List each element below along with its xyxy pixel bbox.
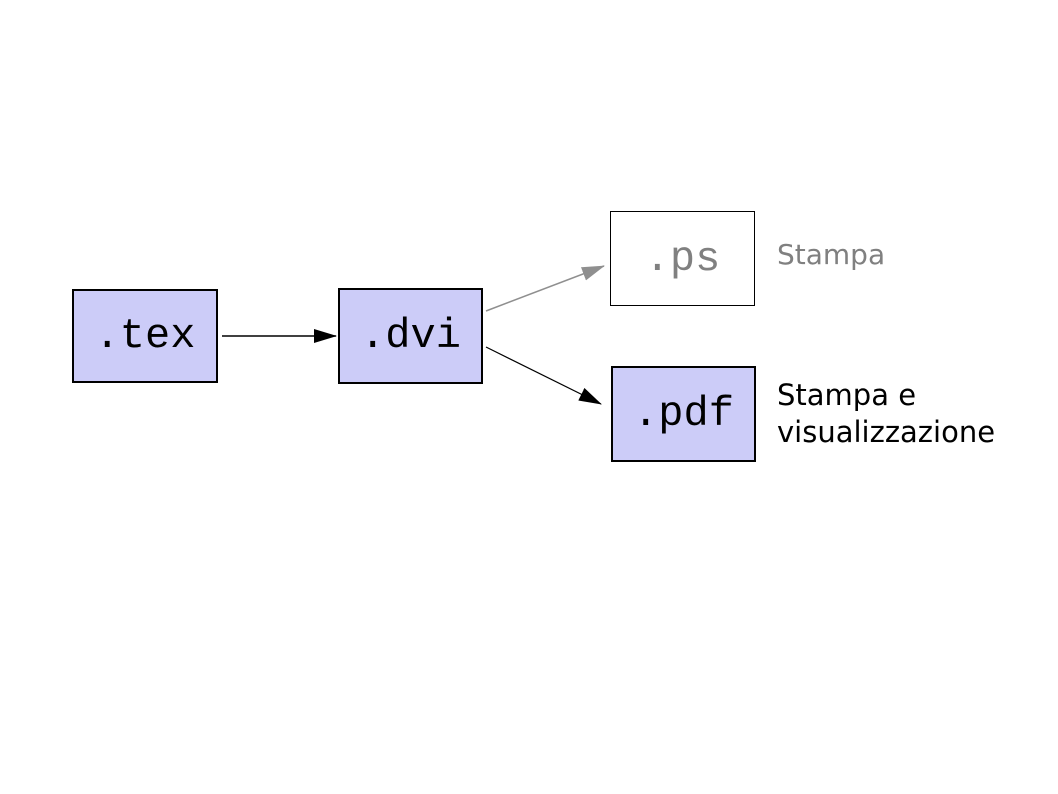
pdf-annotation-line-2: visualizzazione xyxy=(777,415,996,449)
node-tex-label: .tex xyxy=(94,312,196,360)
node-tex: .tex xyxy=(72,289,218,383)
node-pdf-label: .pdf xyxy=(633,390,734,438)
node-ps-label: .ps xyxy=(644,234,721,283)
node-dvi-label: .dvi xyxy=(360,312,461,360)
node-ps: .ps xyxy=(610,211,755,306)
pdf-annotation: Stampa e visualizzazione xyxy=(777,377,995,451)
edge-dvi-to-ps xyxy=(485,265,605,312)
pdf-annotation-line-1: Stampa e xyxy=(777,378,917,412)
node-pdf: .pdf xyxy=(611,366,756,462)
ps-annotation: Stampa xyxy=(777,238,886,271)
node-dvi: .dvi xyxy=(338,288,483,384)
edge-dvi-to-pdf xyxy=(485,346,602,405)
